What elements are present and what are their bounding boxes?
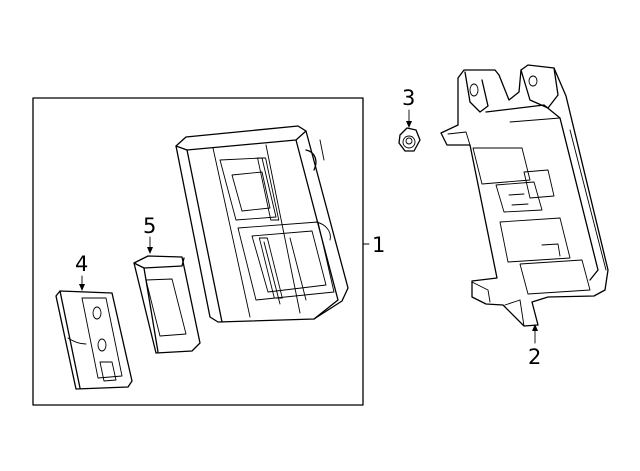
callout-5: 5 bbox=[143, 214, 156, 238]
part-3-nut bbox=[398, 127, 421, 152]
callout-3: 3 bbox=[402, 86, 415, 110]
assembly-box bbox=[32, 97, 364, 406]
leader-lines bbox=[79, 109, 538, 344]
part-5-fuse bbox=[133, 255, 201, 354]
part-2-bracket bbox=[440, 64, 609, 327]
part-4-relay bbox=[55, 290, 133, 390]
callout-2: 2 bbox=[528, 345, 541, 369]
part-1-module bbox=[175, 125, 349, 323]
callout-4: 4 bbox=[75, 252, 88, 276]
callout-1: 1 bbox=[372, 233, 385, 257]
